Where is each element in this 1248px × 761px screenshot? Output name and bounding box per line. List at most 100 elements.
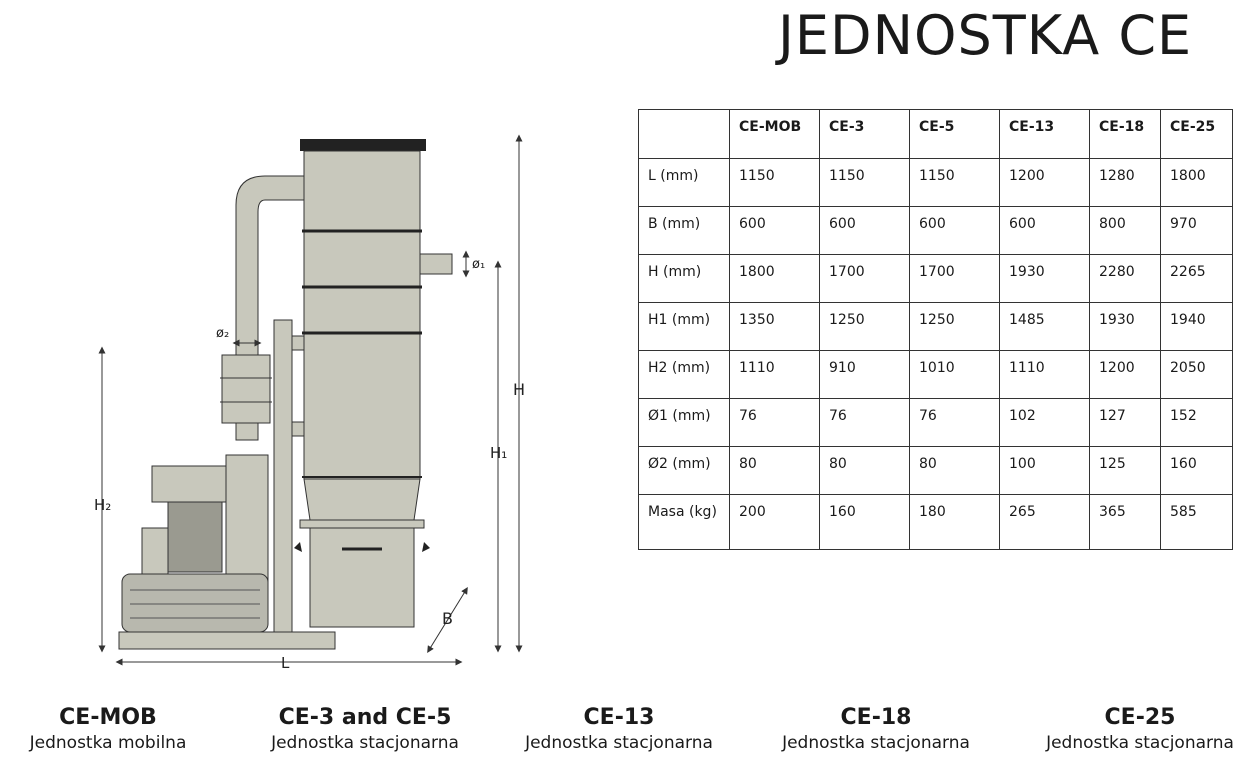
model-name: CE-MOB (59, 705, 157, 730)
model-list: CE-MOB Jednostka mobilna CE-3 and CE-5 J… (0, 704, 1248, 761)
table-cell: 1150 (729, 158, 820, 207)
label-h1: H₁ (490, 444, 507, 462)
table-row: Masa (kg) 200 160 180 265 365 585 (638, 494, 1233, 550)
table-cell: 1350 (729, 302, 820, 351)
table-header-cell: CE-13 (999, 109, 1090, 159)
table-cell: 600 (909, 206, 1000, 255)
table-header-cell: CE-18 (1089, 109, 1161, 159)
motor-fins (167, 501, 223, 573)
table-cell: 1010 (909, 350, 1000, 399)
filter-box (221, 354, 271, 424)
model-description: Jednostka stacjonarna (1046, 733, 1234, 753)
label-h2: H₂ (94, 496, 111, 514)
table-header-cell (638, 109, 730, 159)
row-label: B (mm) (638, 206, 730, 255)
table-row: B (mm) 600 600 600 600 800 970 (638, 206, 1233, 255)
table-cell: 80 (729, 446, 820, 495)
table-row: H (mm) 1800 1700 1700 1930 2280 2265 (638, 254, 1233, 303)
label-h: H (513, 380, 525, 399)
table-cell: 1700 (819, 254, 910, 303)
table-cell: 1200 (999, 158, 1090, 207)
model-item: CE-3 and CE-5 Jednostka stacjonarna (250, 704, 480, 754)
model-name: CE-3 and CE-5 (278, 705, 452, 730)
table-cell: 125 (1089, 446, 1161, 495)
dimension-b (427, 587, 468, 653)
table-cell: 1800 (1160, 158, 1233, 207)
model-description: Jednostka stacjonarna (782, 733, 970, 753)
table-cell: 1940 (1160, 302, 1233, 351)
table-cell: 76 (819, 398, 910, 447)
table-cell: 1150 (909, 158, 1000, 207)
table-header-cell: CE-25 (1160, 109, 1233, 159)
model-name: CE-25 (1104, 705, 1176, 730)
cyclone-lid (300, 139, 426, 151)
label-d2: ø₂ (216, 326, 229, 341)
support-column (273, 319, 293, 633)
table-cell: 365 (1089, 494, 1161, 550)
support-arm-upper (291, 335, 305, 351)
table-cell: 600 (819, 206, 910, 255)
page-title: JEDNOSTKA CE (778, 4, 1193, 67)
support-arm-lower (291, 421, 305, 437)
table-cell: 160 (1160, 446, 1233, 495)
row-label: H (mm) (638, 254, 730, 303)
model-item: CE-25 Jednostka stacjonarna (1032, 704, 1248, 754)
cone-flange (299, 519, 425, 529)
table-cell: 1250 (819, 302, 910, 351)
bin-clamp-right (422, 542, 430, 552)
row-label: Masa (kg) (638, 494, 730, 550)
table-cell: 80 (819, 446, 910, 495)
base-plate (118, 631, 336, 650)
table-header-cell: CE-3 (819, 109, 910, 159)
model-item: CE-MOB Jednostka mobilna (8, 704, 208, 754)
table-cell: 1800 (729, 254, 820, 303)
table-row: H2 (mm) 1110 910 1010 1110 1200 2050 (638, 350, 1233, 399)
blower (121, 573, 269, 633)
model-item: CE-13 Jednostka stacjonarna (504, 704, 734, 754)
table-cell: 1250 (909, 302, 1000, 351)
table-cell: 1930 (1089, 302, 1161, 351)
model-name: CE-13 (583, 705, 655, 730)
unit-drawing: ø₁ ø₂ H H₁ H₂ B L (94, 134, 525, 672)
table-cell: 1280 (1089, 158, 1161, 207)
collection-bin (309, 527, 415, 628)
motor-top (151, 465, 227, 503)
table-cell: 102 (999, 398, 1090, 447)
table-cell: 152 (1160, 398, 1233, 447)
table-cell: 1110 (729, 350, 820, 399)
row-label: H2 (mm) (638, 350, 730, 399)
table-cell: 160 (819, 494, 910, 550)
label-b: B (442, 609, 453, 628)
table-cell: 127 (1089, 398, 1161, 447)
table-cell: 1485 (999, 302, 1090, 351)
bin-clamp-left (294, 542, 302, 552)
table-cell: 2265 (1160, 254, 1233, 303)
motor-housing (225, 454, 269, 591)
table-cell: 800 (1089, 206, 1161, 255)
table-cell: 80 (909, 446, 1000, 495)
table-cell: 1110 (999, 350, 1090, 399)
model-name: CE-18 (840, 705, 912, 730)
table-cell: 1200 (1089, 350, 1161, 399)
table-cell: 970 (1160, 206, 1233, 255)
row-label: Ø1 (mm) (638, 398, 730, 447)
table-cell: 76 (729, 398, 820, 447)
table-row: Ø2 (mm) 80 80 80 100 125 160 (638, 446, 1233, 495)
table-row: Ø1 (mm) 76 76 76 102 127 152 (638, 398, 1233, 447)
inlet-nozzle (419, 253, 453, 275)
cyclone-cone (303, 478, 421, 521)
table-cell: 2050 (1160, 350, 1233, 399)
model-description: Jednostka stacjonarna (525, 733, 713, 753)
table-cell: 265 (999, 494, 1090, 550)
table-cell: 100 (999, 446, 1090, 495)
table-cell: 1930 (999, 254, 1090, 303)
table-cell: 910 (819, 350, 910, 399)
table-cell: 1150 (819, 158, 910, 207)
model-description: Jednostka mobilna (29, 733, 187, 753)
motor-box (141, 527, 169, 575)
table-cell: 585 (1160, 494, 1233, 550)
model-description: Jednostka stacjonarna (271, 733, 459, 753)
label-l: L (281, 654, 290, 672)
table-cell: 600 (999, 206, 1090, 255)
table-cell: 1700 (909, 254, 1000, 303)
